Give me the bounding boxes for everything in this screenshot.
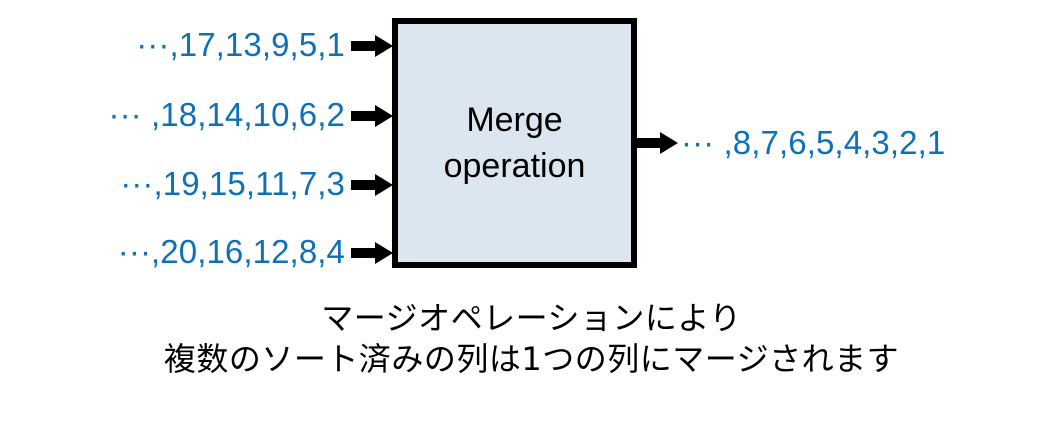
caption-line-1: マージオペレーションにより [321, 299, 742, 337]
arrow-shaft [351, 41, 377, 51]
output-sequence-text: ··· ,8,7,6,5,4,3,2,1 [681, 124, 946, 161]
arrow-head [375, 105, 393, 127]
caption-line-2: 複数のソート済みの列は1つの列にマージされます [163, 340, 900, 378]
arrow-head [660, 132, 678, 154]
arrow-shaft [351, 248, 377, 258]
arrow-shaft [351, 180, 377, 190]
arrow-shaft [351, 111, 377, 121]
input-sequence-text-4: ···,20,16,12,8,4 [117, 233, 345, 270]
input-sequence-text-2: ··· ,18,14,10,6,2 [108, 96, 345, 133]
input-sequence-text-3: ···,19,15,11,7,3 [120, 165, 345, 202]
input-sequence-row-2: ··· ,18,14,10,6,2 [20, 93, 345, 137]
input-sequence-row-4: ···,20,16,12,8,4 [20, 230, 345, 274]
input-sequence-text-1: ···,17,13,9,5,1 [136, 26, 345, 63]
arrow-shaft [636, 138, 662, 148]
arrow-head [375, 174, 393, 196]
input-arrow-icon-3 [351, 174, 393, 196]
caption: マージオペレーションにより 複数のソート済みの列は1つの列にマージされます [0, 298, 1063, 380]
input-sequence-row-3: ···,19,15,11,7,3 [20, 162, 345, 206]
arrow-head [375, 242, 393, 264]
output-arrow-icon [636, 132, 678, 154]
merge-box-label-line1: Merge [466, 101, 563, 139]
arrow-head [375, 35, 393, 57]
input-arrow-icon-2 [351, 105, 393, 127]
input-arrow-icon-1 [351, 35, 393, 57]
input-sequence-row-1: ···,17,13,9,5,1 [20, 23, 345, 67]
input-arrow-icon-4 [351, 242, 393, 264]
merge-box-label-line2: operation [443, 147, 586, 185]
merge-operation-box: Merge operation [392, 18, 637, 268]
